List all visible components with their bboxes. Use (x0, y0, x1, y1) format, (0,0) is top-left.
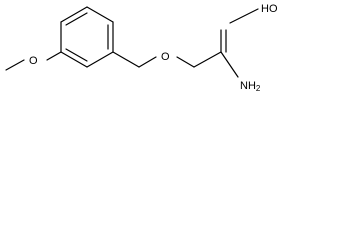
chemical-structure-diagram: O O HO NH2 (5, 3, 278, 93)
amine-bond (220, 51, 239, 78)
ring-bond (86, 6, 114, 23)
ring-double-bond (65, 12, 88, 26)
ether-bond-right (176, 56, 195, 68)
benzyl-bond (112, 51, 140, 68)
ring-double-bond (65, 48, 88, 62)
n-oh-bond (229, 8, 259, 24)
benzene-ring (60, 6, 114, 68)
ether-oxygen-label: O (161, 51, 170, 63)
amine-text: NH (240, 80, 256, 92)
amine-subscript: 2 (256, 84, 261, 93)
methoxy-ring-bond (46, 51, 62, 61)
ring-bond (60, 6, 88, 23)
methylene-bond (193, 51, 222, 68)
ring-bond (86, 51, 114, 68)
hydroxyl-label: HO (261, 3, 278, 15)
amine-label: NH2 (240, 80, 261, 93)
ring-bond (60, 51, 88, 68)
ether-bond-left (138, 56, 157, 68)
methoxy-oxygen-label: O (29, 55, 38, 67)
methyl-bond (5, 59, 25, 71)
